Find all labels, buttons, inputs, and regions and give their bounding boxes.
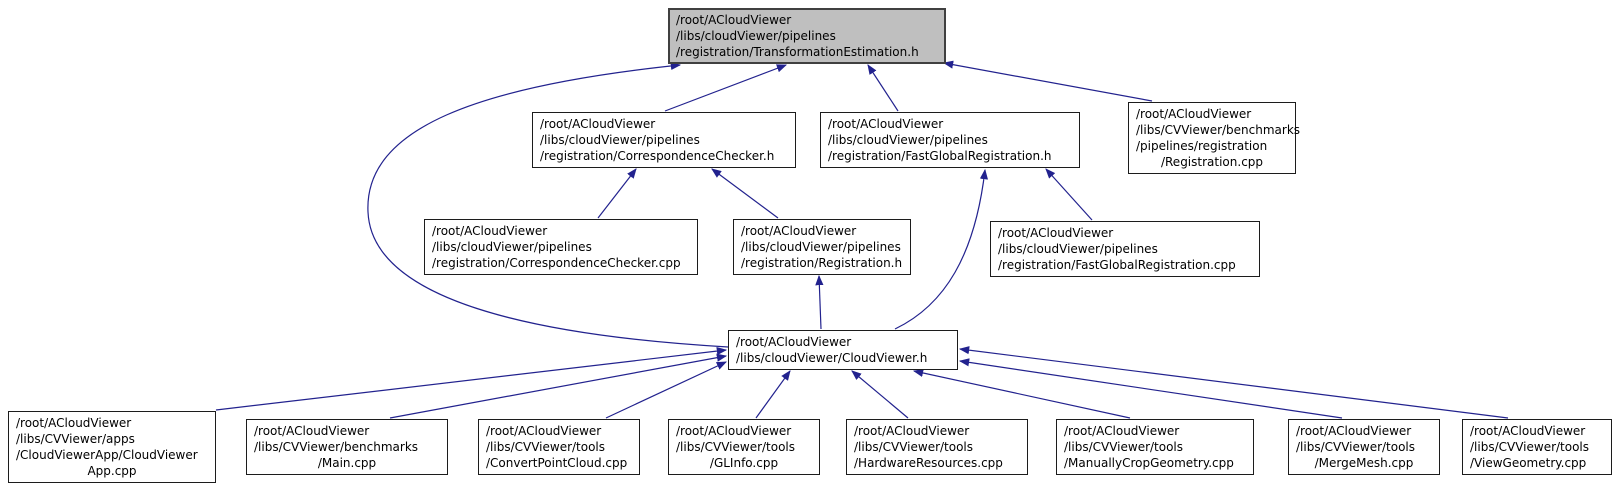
edge-benchmarks-registration-cpp-to-transformation-estimation-h — [942, 60, 1153, 102]
edge-benchmarks-main-cpp-to-cloudviewer-h — [389, 353, 728, 419]
node-label-line: /root/ACloudViewer — [1470, 424, 1586, 438]
node-label-line: /libs/cloudViewer/pipelines — [998, 242, 1158, 256]
node-label-line: /root/ACloudViewer — [676, 424, 792, 438]
edge-glinfo-cpp-to-cloudviewer-h — [755, 370, 791, 419]
node-label-line: /libs/CVViewer/tools — [854, 440, 974, 454]
node-label-line: /pipelines/registration — [1136, 139, 1268, 153]
graph-node-cloudviewer-h[interactable]: /root/ACloudViewer/libs/cloudViewer/Clou… — [728, 330, 958, 370]
graph-node-glinfo-cpp[interactable]: /root/ACloudViewer/libs/CVViewer/tools/G… — [668, 419, 820, 475]
node-label-line: /CloudViewerApp/CloudViewer — [16, 448, 198, 462]
node-label-line: /root/ACloudViewer — [1136, 107, 1252, 121]
node-label-line: /libs/CVViewer/tools — [1296, 440, 1416, 454]
node-label-line: /root/ACloudViewer — [828, 117, 944, 131]
node-label-line: /libs/CVViewer/tools — [1064, 440, 1184, 454]
edge-registration-h-to-correspondence-checker-h — [711, 168, 779, 219]
node-label-line: /libs/CVViewer/apps — [16, 432, 135, 446]
node-label-line: /libs/cloudViewer/pipelines — [828, 133, 988, 147]
node-label-line: /root/ACloudViewer — [1064, 424, 1180, 438]
graph-node-correspondence-checker-h[interactable]: /root/ACloudViewer/libs/cloudViewer/pipe… — [532, 112, 796, 168]
node-label-line: /root/ACloudViewer — [16, 416, 132, 430]
graph-node-merge-mesh-cpp[interactable]: /root/ACloudViewer/libs/CVViewer/tools/M… — [1288, 419, 1440, 475]
node-label-line: /registration/Registration.h — [741, 256, 903, 270]
edge-hardware-resources-cpp-to-cloudviewer-h — [851, 370, 909, 419]
graph-node-registration-h[interactable]: /root/ACloudViewer/libs/cloudViewer/pipe… — [733, 219, 911, 275]
graph-node-cloudviewer-app-cpp[interactable]: /root/ACloudViewer/libs/CVViewer/apps/Cl… — [8, 411, 216, 483]
node-label-line: /libs/CVViewer/benchmarks — [1136, 123, 1301, 137]
node-label-line: /HardwareResources.cpp — [854, 456, 1003, 470]
node-label-line: /ConvertPointCloud.cpp — [486, 456, 628, 470]
edge-fast-global-registration-h-to-transformation-estimation-h — [867, 64, 899, 112]
node-label-line: /registration/FastGlobalRegistration.h — [828, 149, 1052, 163]
node-label-line: /libs/cloudViewer/pipelines — [432, 240, 592, 254]
graph-node-fast-global-registration-h[interactable]: /root/ACloudViewer/libs/cloudViewer/pipe… — [820, 112, 1080, 168]
edge-correspondence-checker-h-to-transformation-estimation-h — [664, 64, 788, 112]
graph-node-view-geometry-cpp[interactable]: /root/ACloudViewer/libs/CVViewer/tools/V… — [1462, 419, 1612, 475]
edge-manually-crop-geometry-cpp-to-cloudviewer-h — [912, 368, 1131, 419]
graph-node-fast-global-registration-cpp[interactable]: /root/ACloudViewer/libs/cloudViewer/pipe… — [990, 221, 1260, 277]
edge-view-geometry-cpp-to-cloudviewer-h — [958, 346, 1509, 419]
node-label-line: /ViewGeometry.cpp — [1470, 456, 1587, 470]
node-label-line: /ManuallyCropGeometry.cpp — [1064, 456, 1234, 470]
graph-node-benchmarks-main-cpp[interactable]: /root/ACloudViewer/libs/CVViewer/benchma… — [246, 419, 448, 475]
edge-cloudviewer-h-to-transformation-estimation-h — [367, 61, 729, 348]
node-label-line: /libs/cloudViewer/CloudViewer.h — [736, 351, 928, 365]
node-label-line: /Main.cpp — [317, 456, 377, 470]
node-label-line: /root/ACloudViewer — [1296, 424, 1412, 438]
node-label-line: /root/ACloudViewer — [254, 424, 370, 438]
node-label-line: /GLInfo.cpp — [709, 456, 779, 470]
node-label-line: /root/ACloudViewer — [741, 224, 857, 238]
graph-node-convert-point-cloud-cpp[interactable]: /root/ACloudViewer/libs/CVViewer/tools/C… — [478, 419, 640, 475]
node-label-line: /libs/CVViewer/tools — [1470, 440, 1590, 454]
node-label-line: /libs/CVViewer/benchmarks — [254, 440, 419, 454]
node-label-line: /libs/cloudViewer/pipelines — [540, 133, 700, 147]
graph-node-manually-crop-geometry-cpp[interactable]: /root/ACloudViewer/libs/CVViewer/tools/M… — [1056, 419, 1254, 475]
graph-node-correspondence-checker-cpp[interactable]: /root/ACloudViewer/libs/cloudViewer/pipe… — [424, 219, 698, 275]
node-label-line: /libs/CVViewer/tools — [486, 440, 606, 454]
node-label-line: /registration/FastGlobalRegistration.cpp — [998, 258, 1236, 272]
graph-node-benchmarks-registration-cpp[interactable]: /root/ACloudViewer/libs/CVViewer/benchma… — [1128, 102, 1301, 174]
node-label-line: /MergeMesh.cpp — [1314, 456, 1414, 470]
node-label-line: /root/ACloudViewer — [854, 424, 970, 438]
edge-merge-mesh-cpp-to-cloudviewer-h — [958, 358, 1343, 419]
graph-node-transformation-estimation-h[interactable]: /root/ACloudViewer/libs/cloudViewer/pipe… — [668, 8, 946, 64]
node-label-line: /Registration.cpp — [1160, 155, 1264, 169]
edge-cloudviewer-app-cpp-to-cloudviewer-h — [215, 346, 728, 411]
node-label-line: /root/ACloudViewer — [676, 13, 792, 27]
edge-correspondence-checker-cpp-to-correspondence-checker-h — [597, 168, 637, 219]
edge-cloudviewer-h-to-registration-h — [815, 274, 824, 330]
node-label-line: /libs/cloudViewer/pipelines — [741, 240, 901, 254]
node-label-line: /registration/CorrespondenceChecker.h — [540, 149, 775, 163]
node-label-line: /root/ACloudViewer — [486, 424, 602, 438]
node-label-line: /root/ACloudViewer — [432, 224, 548, 238]
node-label-line: /root/ACloudViewer — [540, 117, 656, 131]
node-label-line: /libs/cloudViewer/pipelines — [676, 29, 836, 43]
node-label-line: /registration/TransformationEstimation.h — [676, 45, 919, 59]
node-label-line: /root/ACloudViewer — [998, 226, 1114, 240]
node-label-line: /root/ACloudViewer — [736, 335, 852, 349]
node-label-line: /libs/CVViewer/tools — [676, 440, 796, 454]
node-label-line: /registration/CorrespondenceChecker.cpp — [432, 256, 681, 270]
edge-fast-global-registration-cpp-to-fast-global-registration-h — [1045, 168, 1093, 221]
graph-node-hardware-resources-cpp[interactable]: /root/ACloudViewer/libs/CVViewer/tools/H… — [846, 419, 1028, 475]
node-label-line: App.cpp — [87, 464, 137, 478]
edge-cloudviewer-h-to-fast-global-registration-h — [894, 168, 989, 330]
edge-convert-point-cloud-cpp-to-cloudviewer-h — [605, 361, 727, 419]
